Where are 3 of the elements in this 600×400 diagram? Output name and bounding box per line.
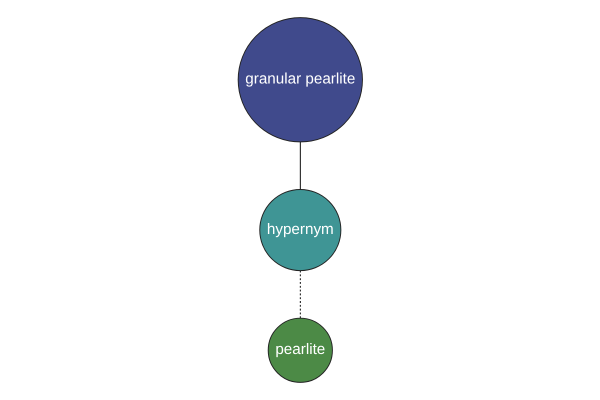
- node-circle: pearlite: [267, 318, 333, 383]
- node-circle: granular pearlite: [237, 17, 363, 142]
- node-circle: hypernym: [258, 189, 342, 272]
